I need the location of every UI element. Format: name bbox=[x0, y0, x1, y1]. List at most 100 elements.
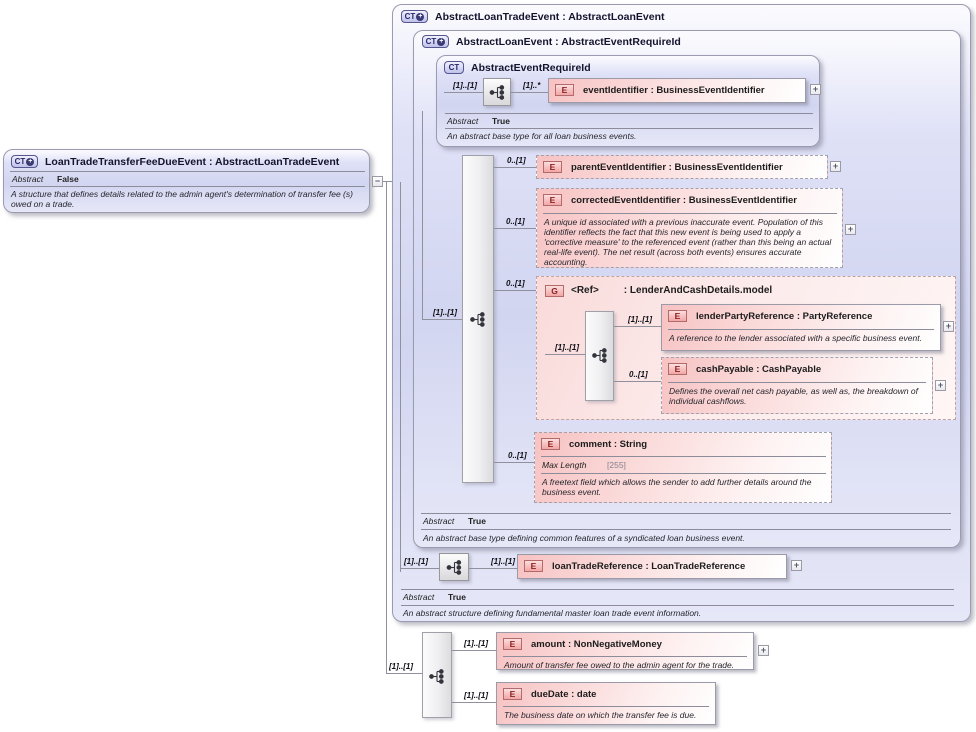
sequence-icon[interactable] bbox=[439, 553, 469, 581]
complex-type-header[interactable]: CT+ LoanTradeTransferFeeDueEvent : Abstr… bbox=[11, 154, 339, 169]
complex-type-icon: CT bbox=[444, 61, 464, 74]
element-label: dueDate : date bbox=[531, 688, 597, 700]
element-title: E comment : String bbox=[541, 438, 647, 450]
group-type-label: : LenderAndCashDetails.model bbox=[623, 285, 773, 296]
divider bbox=[445, 113, 813, 114]
sequence-glyph bbox=[470, 312, 485, 327]
abstract-label: Abstract bbox=[423, 516, 455, 526]
abstract-value: True bbox=[448, 592, 466, 602]
connector-line bbox=[545, 354, 585, 355]
connector-line bbox=[511, 92, 549, 93]
element-title: E cashPayable : CashPayable bbox=[668, 363, 821, 375]
cardinality-label: [1]..[1] bbox=[464, 639, 488, 648]
element-icon: E bbox=[668, 310, 687, 322]
element-label: parentEventIdentifier : BusinessEventIde… bbox=[571, 161, 783, 173]
divider bbox=[10, 171, 365, 172]
element-description: The business date on which the transfer … bbox=[504, 710, 697, 720]
max-length-value: [255] bbox=[607, 460, 626, 470]
connector-line bbox=[400, 182, 401, 572]
connector-line bbox=[386, 182, 387, 673]
type-description: An abstract base type defining common fe… bbox=[423, 533, 745, 543]
group-lender-and-cash-details[interactable]: G <Ref> : LenderAndCashDetails.model [1]… bbox=[536, 276, 956, 420]
cardinality-label: 0..[1] bbox=[629, 370, 648, 379]
divider bbox=[401, 589, 954, 590]
ct-label: CT bbox=[404, 12, 416, 21]
cardinality-label: [1]..[1] bbox=[453, 81, 477, 90]
element-corrected-event-identifier[interactable]: E correctedEventIdentifier : BusinessEve… bbox=[536, 188, 843, 268]
element-due-date[interactable]: E dueDate : date The business date on wh… bbox=[496, 682, 716, 725]
abstract-value: True bbox=[492, 116, 510, 126]
element-icon: E bbox=[524, 560, 543, 572]
element-amount[interactable]: E amount : NonNegativeMoney Amount of tr… bbox=[496, 632, 754, 670]
connector-line bbox=[422, 111, 423, 319]
complex-type-loan-trade-transfer-fee-due-event[interactable]: CT+ LoanTradeTransferFeeDueEvent : Abstr… bbox=[3, 149, 370, 213]
plus-icon: + bbox=[26, 157, 35, 166]
expand-button[interactable]: + bbox=[845, 224, 856, 235]
type-description: An abstract base type for all loan busin… bbox=[447, 131, 637, 141]
connector-line bbox=[494, 228, 536, 229]
base-type-header[interactable]: CT+ AbstractLoanEvent : AbstractEventReq… bbox=[422, 34, 681, 49]
element-icon: E bbox=[503, 638, 522, 650]
element-title: E eventIdentifier : BusinessEventIdentif… bbox=[555, 84, 765, 96]
element-description: A reference to the lender associated wit… bbox=[669, 333, 922, 343]
divider bbox=[10, 186, 365, 187]
max-length-label: Max Length bbox=[542, 460, 587, 470]
type-title: AbstractLoanEvent : AbstractEventRequire… bbox=[456, 35, 681, 48]
base-type-header[interactable]: CT AbstractEventRequireId bbox=[444, 60, 591, 75]
element-loan-trade-reference[interactable]: E loanTradeReference : LoanTradeReferenc… bbox=[517, 554, 787, 579]
divider bbox=[541, 456, 826, 457]
element-lender-party-reference[interactable]: E lenderPartyReference : PartyReference … bbox=[661, 304, 941, 351]
element-label: correctedEventIdentifier : BusinessEvent… bbox=[571, 194, 797, 206]
connector-line bbox=[469, 568, 517, 569]
element-label: eventIdentifier : BusinessEventIdentifie… bbox=[583, 84, 765, 96]
divider bbox=[445, 128, 813, 129]
complex-type-icon: CT+ bbox=[11, 155, 38, 168]
element-title: E amount : NonNegativeMoney bbox=[503, 638, 662, 650]
connector-line bbox=[444, 92, 483, 93]
element-event-identifier[interactable]: E eventIdentifier : BusinessEventIdentif… bbox=[548, 78, 806, 103]
expand-button[interactable]: + bbox=[758, 645, 769, 656]
element-parent-event-identifier[interactable]: E parentEventIdentifier : BusinessEventI… bbox=[536, 155, 828, 179]
element-icon: E bbox=[555, 84, 574, 96]
element-title: E parentEventIdentifier : BusinessEventI… bbox=[543, 161, 783, 173]
divider bbox=[401, 605, 954, 606]
element-label: cashPayable : CashPayable bbox=[696, 363, 822, 375]
complex-type-icon: CT+ bbox=[401, 10, 428, 23]
cardinality-label: [1]..[1] bbox=[389, 662, 413, 671]
element-description: A unique id associated with a previous i… bbox=[544, 217, 832, 267]
group-header[interactable]: G <Ref> : LenderAndCashDetails.model bbox=[545, 283, 772, 298]
type-title: LoanTradeTransferFeeDueEvent : AbstractL… bbox=[45, 155, 340, 168]
base-type-header[interactable]: CT+ AbstractLoanTradeEvent : AbstractLoa… bbox=[401, 9, 665, 24]
sequence-glyph bbox=[446, 559, 461, 575]
connector-line bbox=[452, 650, 496, 651]
element-comment[interactable]: E comment : String Max Length [255] A fr… bbox=[534, 432, 832, 503]
abstract-value: True bbox=[468, 516, 486, 526]
sequence-glyph bbox=[591, 348, 607, 363]
sequence-icon[interactable] bbox=[483, 78, 511, 106]
expand-button[interactable]: + bbox=[791, 560, 802, 571]
cardinality-label: 0..[1] bbox=[508, 451, 527, 460]
sequence-bar[interactable] bbox=[462, 155, 494, 483]
element-label: comment : String bbox=[569, 438, 648, 450]
connector-line bbox=[386, 673, 422, 674]
group-ref-label: <Ref> bbox=[571, 285, 599, 296]
expand-button[interactable]: + bbox=[810, 84, 821, 95]
cardinality-label: 0..[1] bbox=[506, 279, 525, 288]
type-description: A structure that defines details related… bbox=[11, 189, 353, 209]
cardinality-label: [1]..[1] bbox=[491, 557, 515, 566]
sequence-bar[interactable] bbox=[585, 311, 614, 401]
expand-button[interactable]: + bbox=[830, 161, 841, 172]
abstract-label: Abstract bbox=[403, 592, 435, 602]
collapse-button[interactable]: − bbox=[372, 176, 383, 187]
expand-button[interactable]: + bbox=[943, 321, 954, 332]
element-title: E loanTradeReference : LoanTradeReferenc… bbox=[524, 560, 745, 572]
connector-line bbox=[400, 568, 439, 569]
sequence-bar[interactable] bbox=[422, 632, 452, 718]
connector-line bbox=[494, 462, 534, 463]
element-cash-payable[interactable]: E cashPayable : CashPayable Defines the … bbox=[661, 357, 933, 414]
ct-label: CT bbox=[425, 37, 437, 46]
divider bbox=[668, 329, 934, 330]
cardinality-label: 0..[1] bbox=[507, 156, 526, 165]
expand-button[interactable]: + bbox=[935, 380, 946, 391]
